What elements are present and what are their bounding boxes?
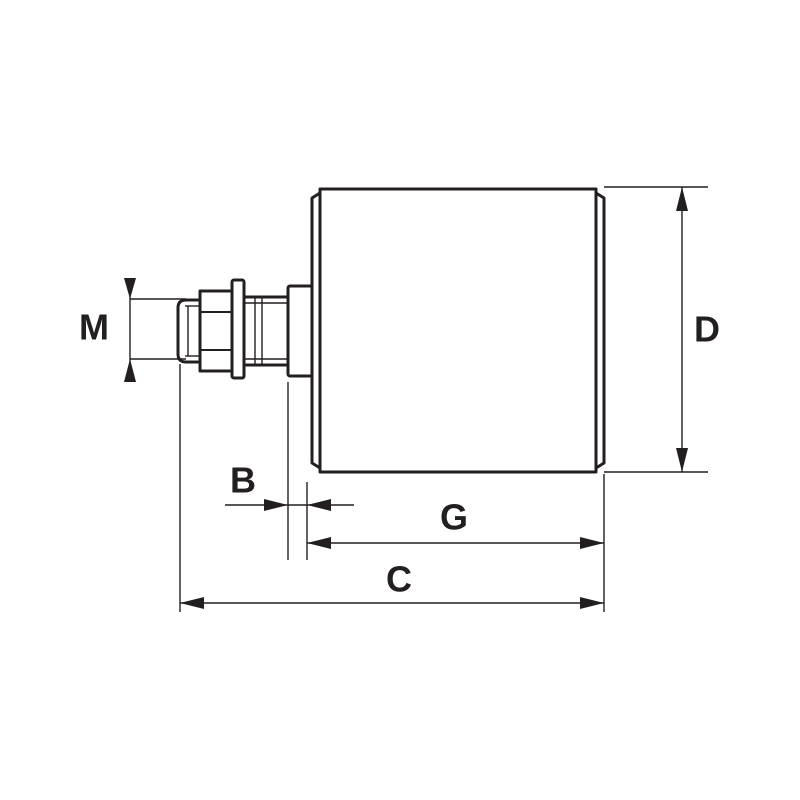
axle-assembly	[176, 278, 314, 380]
dimension-d: D	[604, 186, 720, 473]
dimension-g: G	[307, 474, 605, 612]
label-g: G	[440, 497, 468, 538]
label-m: M	[79, 307, 109, 348]
label-b: B	[230, 460, 256, 501]
label-c: C	[386, 559, 412, 600]
dimension-m: M	[79, 278, 186, 382]
label-d: D	[694, 309, 720, 350]
dimension-c: C	[179, 364, 604, 612]
dimension-b: B	[225, 382, 354, 560]
roller-body	[310, 187, 606, 474]
